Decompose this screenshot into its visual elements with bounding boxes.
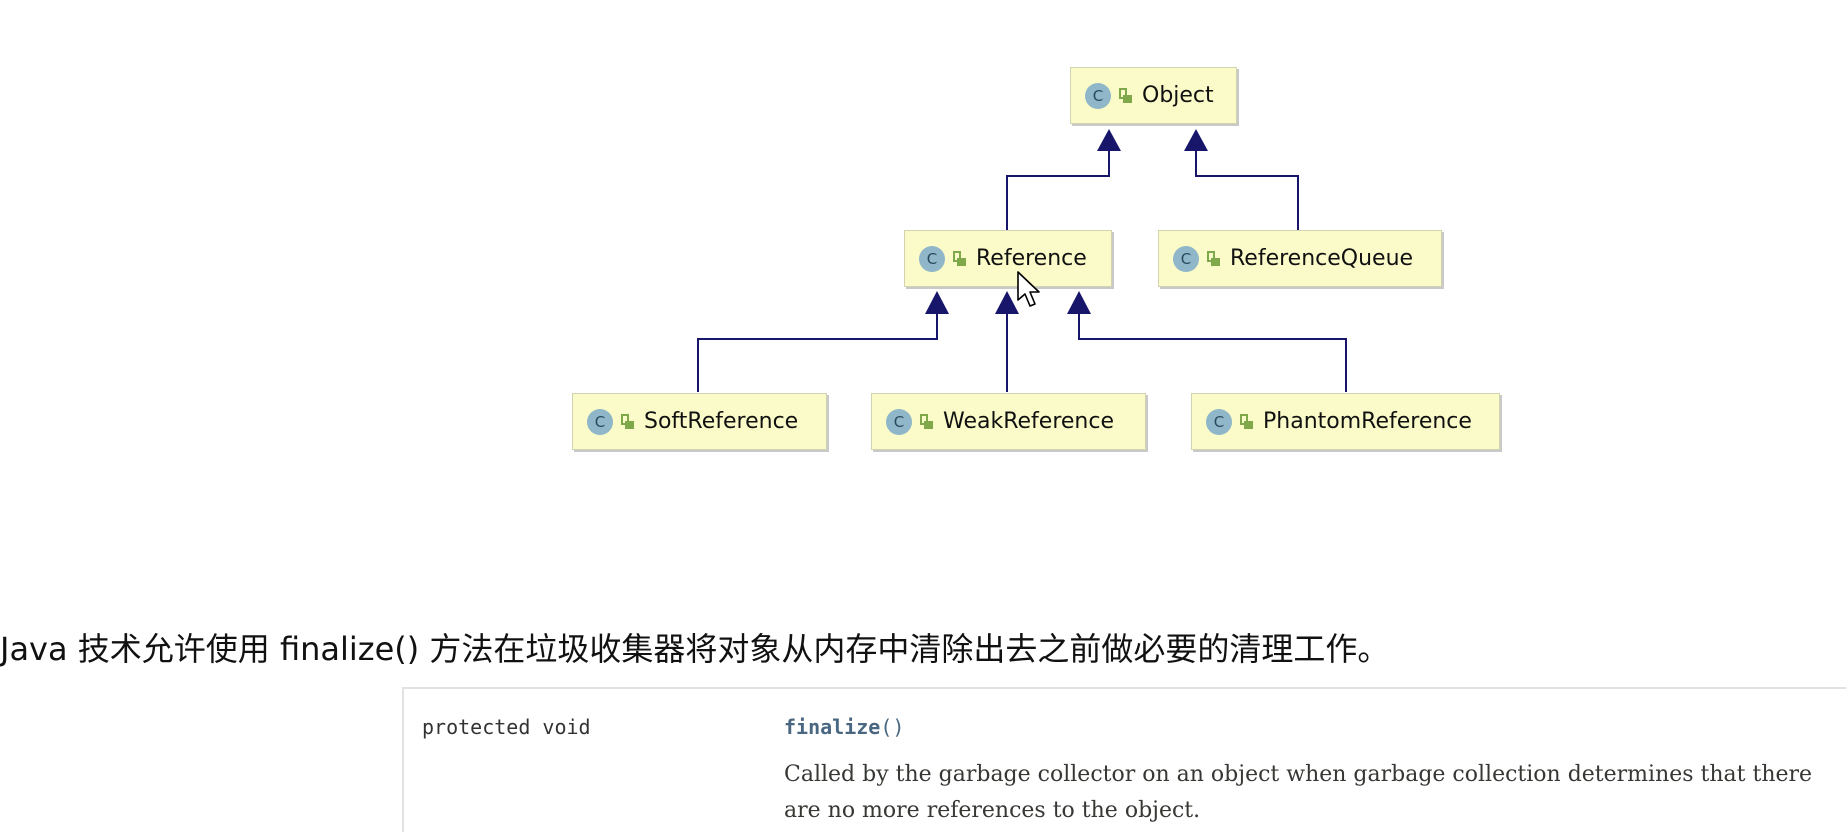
lock-icon [1119, 87, 1132, 103]
class-icon: C [1173, 245, 1199, 272]
arrowhead-reference-right [1067, 291, 1091, 314]
class-icon: C [1085, 82, 1111, 109]
lock-icon [953, 250, 966, 266]
node-phantomreference[interactable]: C PhantomReference [1191, 393, 1500, 450]
method-signature: finalize() [784, 715, 904, 739]
node-softreference[interactable]: C SoftReference [572, 393, 827, 450]
lock-icon [1207, 250, 1220, 266]
node-referencequeue[interactable]: C ReferenceQueue [1158, 230, 1442, 287]
method-summary-table: protected void finalize() Called by the … [402, 687, 1846, 832]
class-icon: C [886, 408, 912, 435]
method-modifier: protected void [422, 715, 591, 739]
mouse-cursor-icon [1017, 271, 1040, 307]
node-label: WeakReference [943, 409, 1115, 434]
node-label: Reference [976, 246, 1087, 271]
edge-softreference-reference [697, 314, 938, 392]
class-icon: C [919, 245, 945, 272]
class-hierarchy-diagram: C Object C Reference C ReferenceQueue C … [572, 67, 1500, 450]
node-label: ReferenceQueue [1230, 246, 1414, 271]
inheritance-connectors [697, 129, 1347, 392]
arrowhead-object-right [1184, 129, 1208, 151]
arrowhead-reference-center [995, 291, 1019, 314]
class-icon: C [587, 408, 613, 435]
method-name-link[interactable]: finalize [784, 715, 881, 739]
method-parens: () [880, 715, 905, 739]
lock-icon [1240, 413, 1253, 429]
node-label: SoftReference [644, 409, 799, 434]
intro-paragraph: Java 技术允许使用 finalize() 方法在垃圾收集器将对象从内存中清除… [0, 630, 1390, 668]
class-icon: C [1206, 408, 1232, 435]
node-label: Object [1142, 83, 1214, 108]
edge-reference-object [1006, 150, 1110, 230]
edge-phantomreference-reference [1078, 314, 1347, 392]
method-description: Called by the garbage collector on an ob… [784, 762, 1813, 823]
arrowhead-reference-left [925, 291, 949, 314]
lock-icon [621, 413, 634, 429]
arrowhead-object-left [1097, 129, 1121, 151]
node-object[interactable]: C Object [1070, 67, 1237, 124]
lock-icon [920, 413, 933, 429]
node-weakreference[interactable]: C WeakReference [871, 393, 1146, 450]
node-label: PhantomReference [1263, 409, 1472, 434]
node-reference[interactable]: C Reference [904, 230, 1112, 287]
edge-referencequeue-object [1195, 150, 1299, 230]
